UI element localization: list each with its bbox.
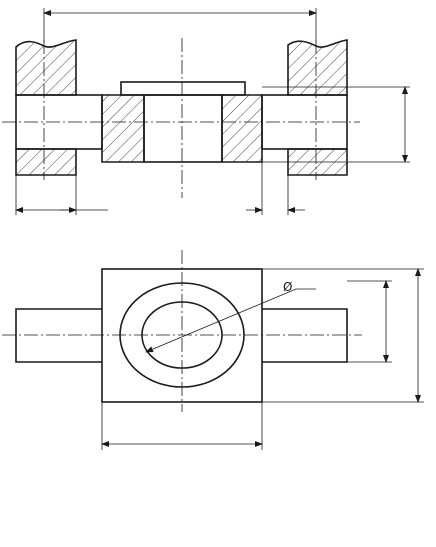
left-clamp-section [15,39,77,96]
section-view [2,8,410,215]
diameter-leader [145,288,297,353]
plan-right-pin [262,308,348,363]
plan-left-pin [15,308,102,363]
top-plate [120,81,246,96]
plan-view: Ø [2,250,424,450]
right-clamp-section [287,39,348,96]
bore-opening [143,94,223,163]
diameter-symbol: Ø [283,280,292,294]
center-block-right-section [221,94,263,163]
left-clamp-lower-section [15,148,77,176]
center-block-left-section [101,94,145,163]
